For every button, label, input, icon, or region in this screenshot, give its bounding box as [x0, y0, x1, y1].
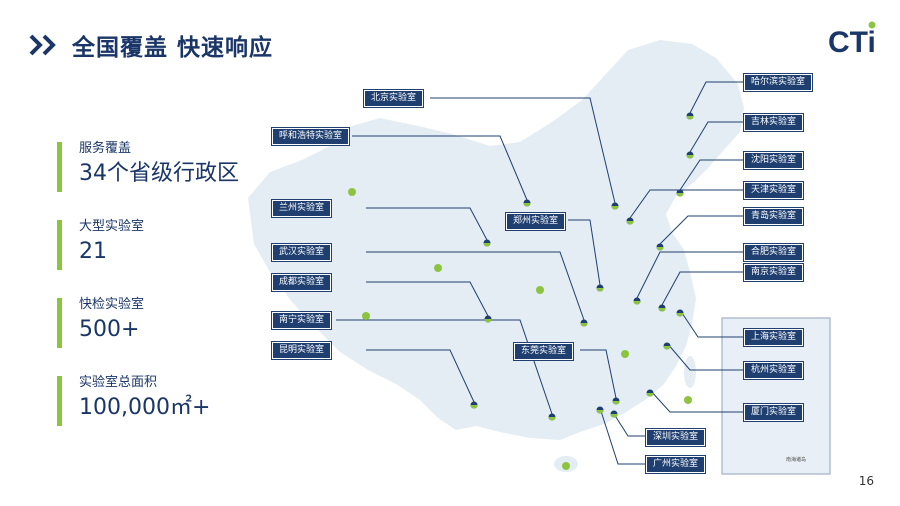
lab-label-xiamen[interactable]: 厦门实验室	[744, 404, 804, 421]
stat-label: 快检实验室	[79, 297, 145, 312]
lab-label-beijing[interactable]: 北京实验室	[364, 90, 424, 107]
lab-marker	[663, 342, 671, 350]
logo-text: CTi	[828, 26, 876, 58]
lab-marker	[676, 309, 684, 317]
lab-label-dongguan[interactable]: 东莞实验室	[514, 343, 574, 360]
lab-label-lanzhou[interactable]: 兰州实验室	[272, 200, 332, 217]
header: 全国覆盖 快速响应	[28, 28, 273, 62]
stat-accent-bar	[57, 142, 62, 192]
stat-accent-bar	[57, 376, 62, 426]
stat-accent-bar	[57, 298, 62, 348]
china-mainland-shape	[248, 40, 744, 440]
lab-label-nanjing[interactable]: 南京实验室	[744, 264, 804, 281]
lab-label-qingdao[interactable]: 青岛实验室	[744, 208, 804, 225]
stats-panel: 服务覆盖 34个省级行政区 大型实验室 21 快检实验室 500+ 实验室总面积…	[57, 140, 239, 452]
lab-label-shanghai[interactable]: 上海实验室	[744, 329, 804, 346]
cti-logo: CTi	[828, 21, 876, 58]
lab-marker	[633, 297, 641, 305]
stat-label: 实验室总面积	[79, 375, 158, 390]
lab-marker	[656, 243, 664, 251]
lab-marker	[676, 189, 684, 197]
lab-marker	[686, 151, 694, 159]
lab-marker	[626, 217, 634, 225]
lab-label-hefei[interactable]: 合肥实验室	[744, 244, 804, 261]
lab-label-tianjin[interactable]: 天津实验室	[744, 182, 804, 199]
stat-value: 500+	[79, 317, 140, 342]
lab-marker	[596, 284, 604, 292]
lab-label-shenyang[interactable]: 沈阳实验室	[744, 152, 804, 169]
lab-label-jilin[interactable]: 吉林实验室	[744, 114, 804, 131]
lab-marker	[548, 413, 556, 421]
lab-label-haerbin[interactable]: 哈尔滨实验室	[744, 74, 813, 91]
stat-value: 100,000㎡+	[79, 395, 211, 420]
lab-marker	[612, 397, 620, 405]
lab-marker	[484, 315, 492, 323]
lab-marker	[646, 389, 654, 397]
stat-value: 34个省级行政区	[79, 161, 239, 186]
lab-label-kunming[interactable]: 昆明实验室	[272, 342, 332, 359]
lab-marker	[523, 199, 531, 207]
stat-label: 服务覆盖	[79, 141, 132, 156]
lab-label-wuhan[interactable]: 武汉实验室	[272, 244, 332, 261]
stat-total-area: 实验室总面积 100,000㎡+	[57, 374, 239, 430]
page-number: 16	[858, 474, 874, 488]
lab-marker	[610, 410, 618, 418]
page-title: 全国覆盖 快速响应	[72, 35, 274, 61]
stat-quick-labs: 快检实验室 500+	[57, 296, 239, 352]
stat-service-coverage: 服务覆盖 34个省级行政区	[57, 140, 239, 196]
lab-marker	[658, 304, 666, 312]
stat-accent-bar	[57, 220, 62, 270]
stat-label: 大型实验室	[79, 219, 145, 234]
lab-marker	[483, 239, 491, 247]
lab-marker	[686, 112, 694, 120]
lab-marker	[611, 202, 619, 210]
stat-value: 21	[79, 239, 107, 264]
taiwan-island	[684, 356, 696, 388]
stat-large-labs: 大型实验室 21	[57, 218, 239, 274]
lab-label-guangzhou[interactable]: 广州实验室	[646, 456, 706, 473]
lab-label-shenzhen[interactable]: 深圳实验室	[646, 429, 706, 446]
lab-label-zhengzhou[interactable]: 郑州实验室	[506, 213, 566, 230]
lab-label-nanning[interactable]: 南宁实验室	[272, 312, 332, 329]
double-chevron-icon	[29, 34, 56, 56]
lab-label-chengdu[interactable]: 成都实验室	[272, 274, 332, 291]
lab-label-huhehaote[interactable]: 呼和浩特实验室	[272, 128, 350, 145]
lab-marker	[580, 319, 588, 327]
green-dots	[348, 188, 692, 470]
lab-markers	[470, 112, 694, 421]
south-sea-inset-label: 南海诸岛	[786, 457, 807, 463]
leader-lines	[336, 81, 746, 465]
lab-marker	[470, 401, 478, 409]
lab-label-hangzhou[interactable]: 杭州实验室	[744, 362, 804, 379]
lab-marker	[596, 406, 604, 414]
